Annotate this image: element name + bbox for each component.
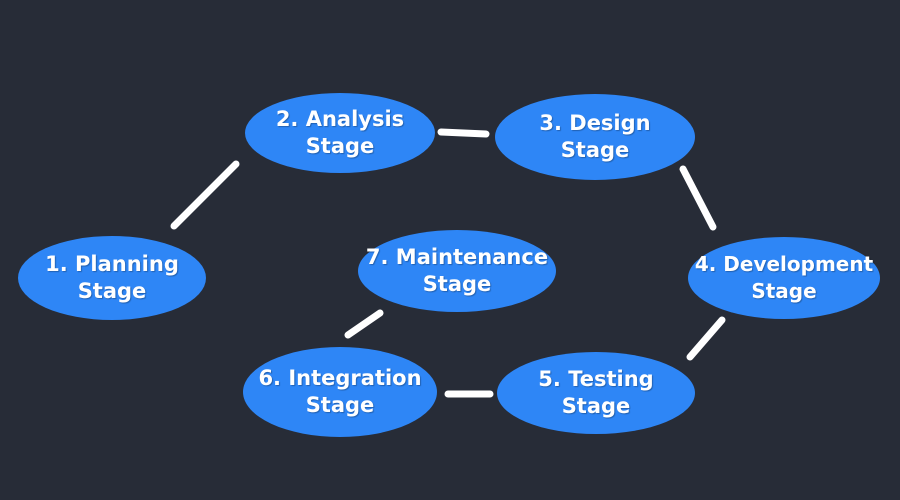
node-planning-stage[interactable]: 1. Planning Stage bbox=[18, 236, 206, 320]
node-integration-stage[interactable]: 6. Integration Stage bbox=[243, 347, 437, 437]
node-label-line: Stage bbox=[561, 394, 631, 418]
node-label-line: 6. Integration bbox=[258, 366, 422, 390]
node-label-line: Stage bbox=[422, 272, 492, 296]
connector-planning-analysis bbox=[170, 160, 240, 230]
node-label-line: 2. Analysis bbox=[275, 107, 405, 131]
node-label-line: 1. Planning bbox=[45, 252, 179, 276]
connector-integration-maintenance bbox=[344, 309, 384, 339]
node-label-line: Stage bbox=[560, 138, 630, 162]
node-design-stage[interactable]: 3. Design Stage bbox=[495, 94, 695, 180]
node-analysis-stage[interactable]: 2. Analysis Stage bbox=[245, 93, 435, 173]
node-label-line: 4. Development bbox=[694, 252, 874, 276]
connector-design-development bbox=[679, 165, 717, 231]
connector-development-testing bbox=[686, 316, 726, 361]
node-maintenance-stage[interactable]: 7. Maintenance Stage bbox=[358, 230, 556, 312]
node-label-line: Stage bbox=[77, 279, 147, 303]
node-label-line: 5. Testing bbox=[538, 367, 654, 391]
node-label-line: 7. Maintenance bbox=[365, 245, 549, 269]
node-label-line: Stage bbox=[305, 393, 375, 417]
node-label-line: Stage bbox=[751, 279, 817, 303]
connector-analysis-design bbox=[437, 128, 490, 138]
node-label-line: 3. Design bbox=[539, 111, 651, 135]
node-testing-stage[interactable]: 5. Testing Stage bbox=[497, 352, 695, 434]
node-development-stage[interactable]: 4. Development Stage bbox=[688, 237, 880, 319]
node-label-line: Stage bbox=[305, 134, 375, 158]
